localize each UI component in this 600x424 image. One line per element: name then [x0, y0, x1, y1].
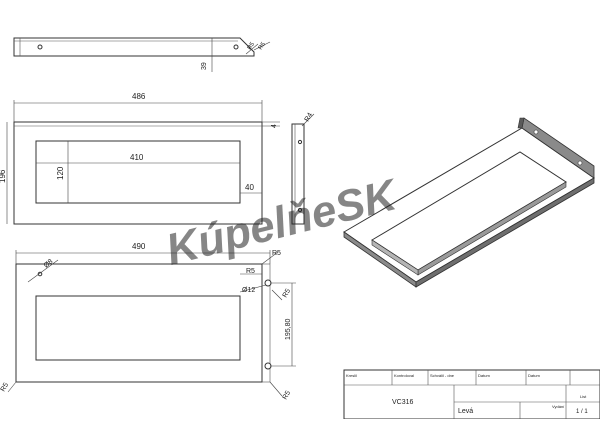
end-view-radius-leader: [301, 113, 315, 127]
title-sheet-label: List: [580, 394, 587, 399]
top-view-dim-cutout-length: 410: [130, 153, 144, 162]
end-view-hole-top: [297, 139, 303, 145]
bottom-view: 490 R5 Ø8 R5 Ø12 R5 195,80 R5 R5: [0, 242, 296, 401]
iso-cutout-inner-wall-left: [371, 239, 419, 276]
bottom-view-cutout: [35, 295, 241, 361]
side-view-dim-height: 39: [201, 62, 208, 70]
title-drawing-number: VC316: [392, 399, 414, 406]
top-view-dim-margin: 40: [245, 183, 254, 192]
title-sheet-value: 1 / 1: [576, 409, 588, 415]
side-view-dim-radius-1: R5: [247, 41, 257, 51]
top-view-dim-cutout-width: 120: [56, 166, 65, 180]
top-view-cutout: [35, 140, 241, 204]
bottom-view-dim-radius-side: R5: [282, 288, 293, 299]
end-view-hole-bottom: [297, 207, 303, 213]
title-header-approved: Schválil - dne: [430, 373, 455, 378]
iso-rear-flange-end: [517, 117, 525, 129]
top-view-dim-length: 486: [132, 92, 146, 101]
bottom-view-dim-radius-inner: R5: [246, 268, 255, 275]
dim-r5-leader-top: [261, 251, 279, 265]
iso-front-edge: [415, 177, 595, 288]
side-view: 39 R5 R5: [13, 37, 271, 72]
bottom-view-dim-hole-spacing: 195,80: [285, 318, 292, 340]
dim-r5-leader-bottom-left: [7, 381, 17, 393]
dim-r5-leader-bottom-right: [269, 381, 283, 397]
end-view: R4: [291, 112, 315, 225]
bottom-view-dim-hole-small: Ø8: [43, 258, 55, 269]
side-view-hole-right: [233, 44, 239, 50]
bottom-view-dim-length: 490: [132, 242, 146, 251]
bottom-view-dim-radius-bottom-left: R5: [0, 382, 10, 393]
title-header-date-2: Datum: [528, 373, 540, 378]
iso-flange-hole-right: [577, 160, 583, 166]
side-view-radius-leader-1: [245, 43, 259, 55]
bottom-view-small-hole: [37, 271, 43, 277]
top-view-dim-thickness: 4: [271, 124, 278, 128]
isometric-view: [343, 117, 595, 288]
title-header-checked: Kontroloval: [394, 373, 414, 378]
dim-r5-leader-side: [271, 289, 283, 301]
dim-d8-leader: [27, 259, 59, 283]
side-view-outline: [13, 37, 255, 57]
title-block: Kreslil Kontroloval Schválil - dne Datum…: [343, 369, 600, 420]
bottom-view-dim-hole-large: Ø12: [242, 287, 255, 294]
title-header-drawn: Kreslil: [346, 373, 357, 378]
title-edition-label: Vydání: [552, 404, 565, 409]
top-view: 486 196 410 120 40 4: [0, 92, 280, 225]
side-view-radius-leader-2: [253, 41, 271, 51]
iso-flange-hole-left: [533, 129, 539, 135]
dim-d12-leader: [239, 284, 267, 293]
bottom-view-dim-radius-bottom-right: R5: [282, 390, 293, 401]
side-view-hole-left: [37, 44, 43, 50]
end-view-dim-radius: R4: [304, 112, 315, 123]
side-view-dim-radius-2: R5: [258, 41, 268, 51]
bottom-view-dim-radius-top: R5: [272, 250, 281, 257]
top-view-dim-width: 196: [0, 169, 7, 183]
title-designation: Levá: [458, 408, 473, 415]
title-header-date-1: Datum: [478, 373, 490, 378]
